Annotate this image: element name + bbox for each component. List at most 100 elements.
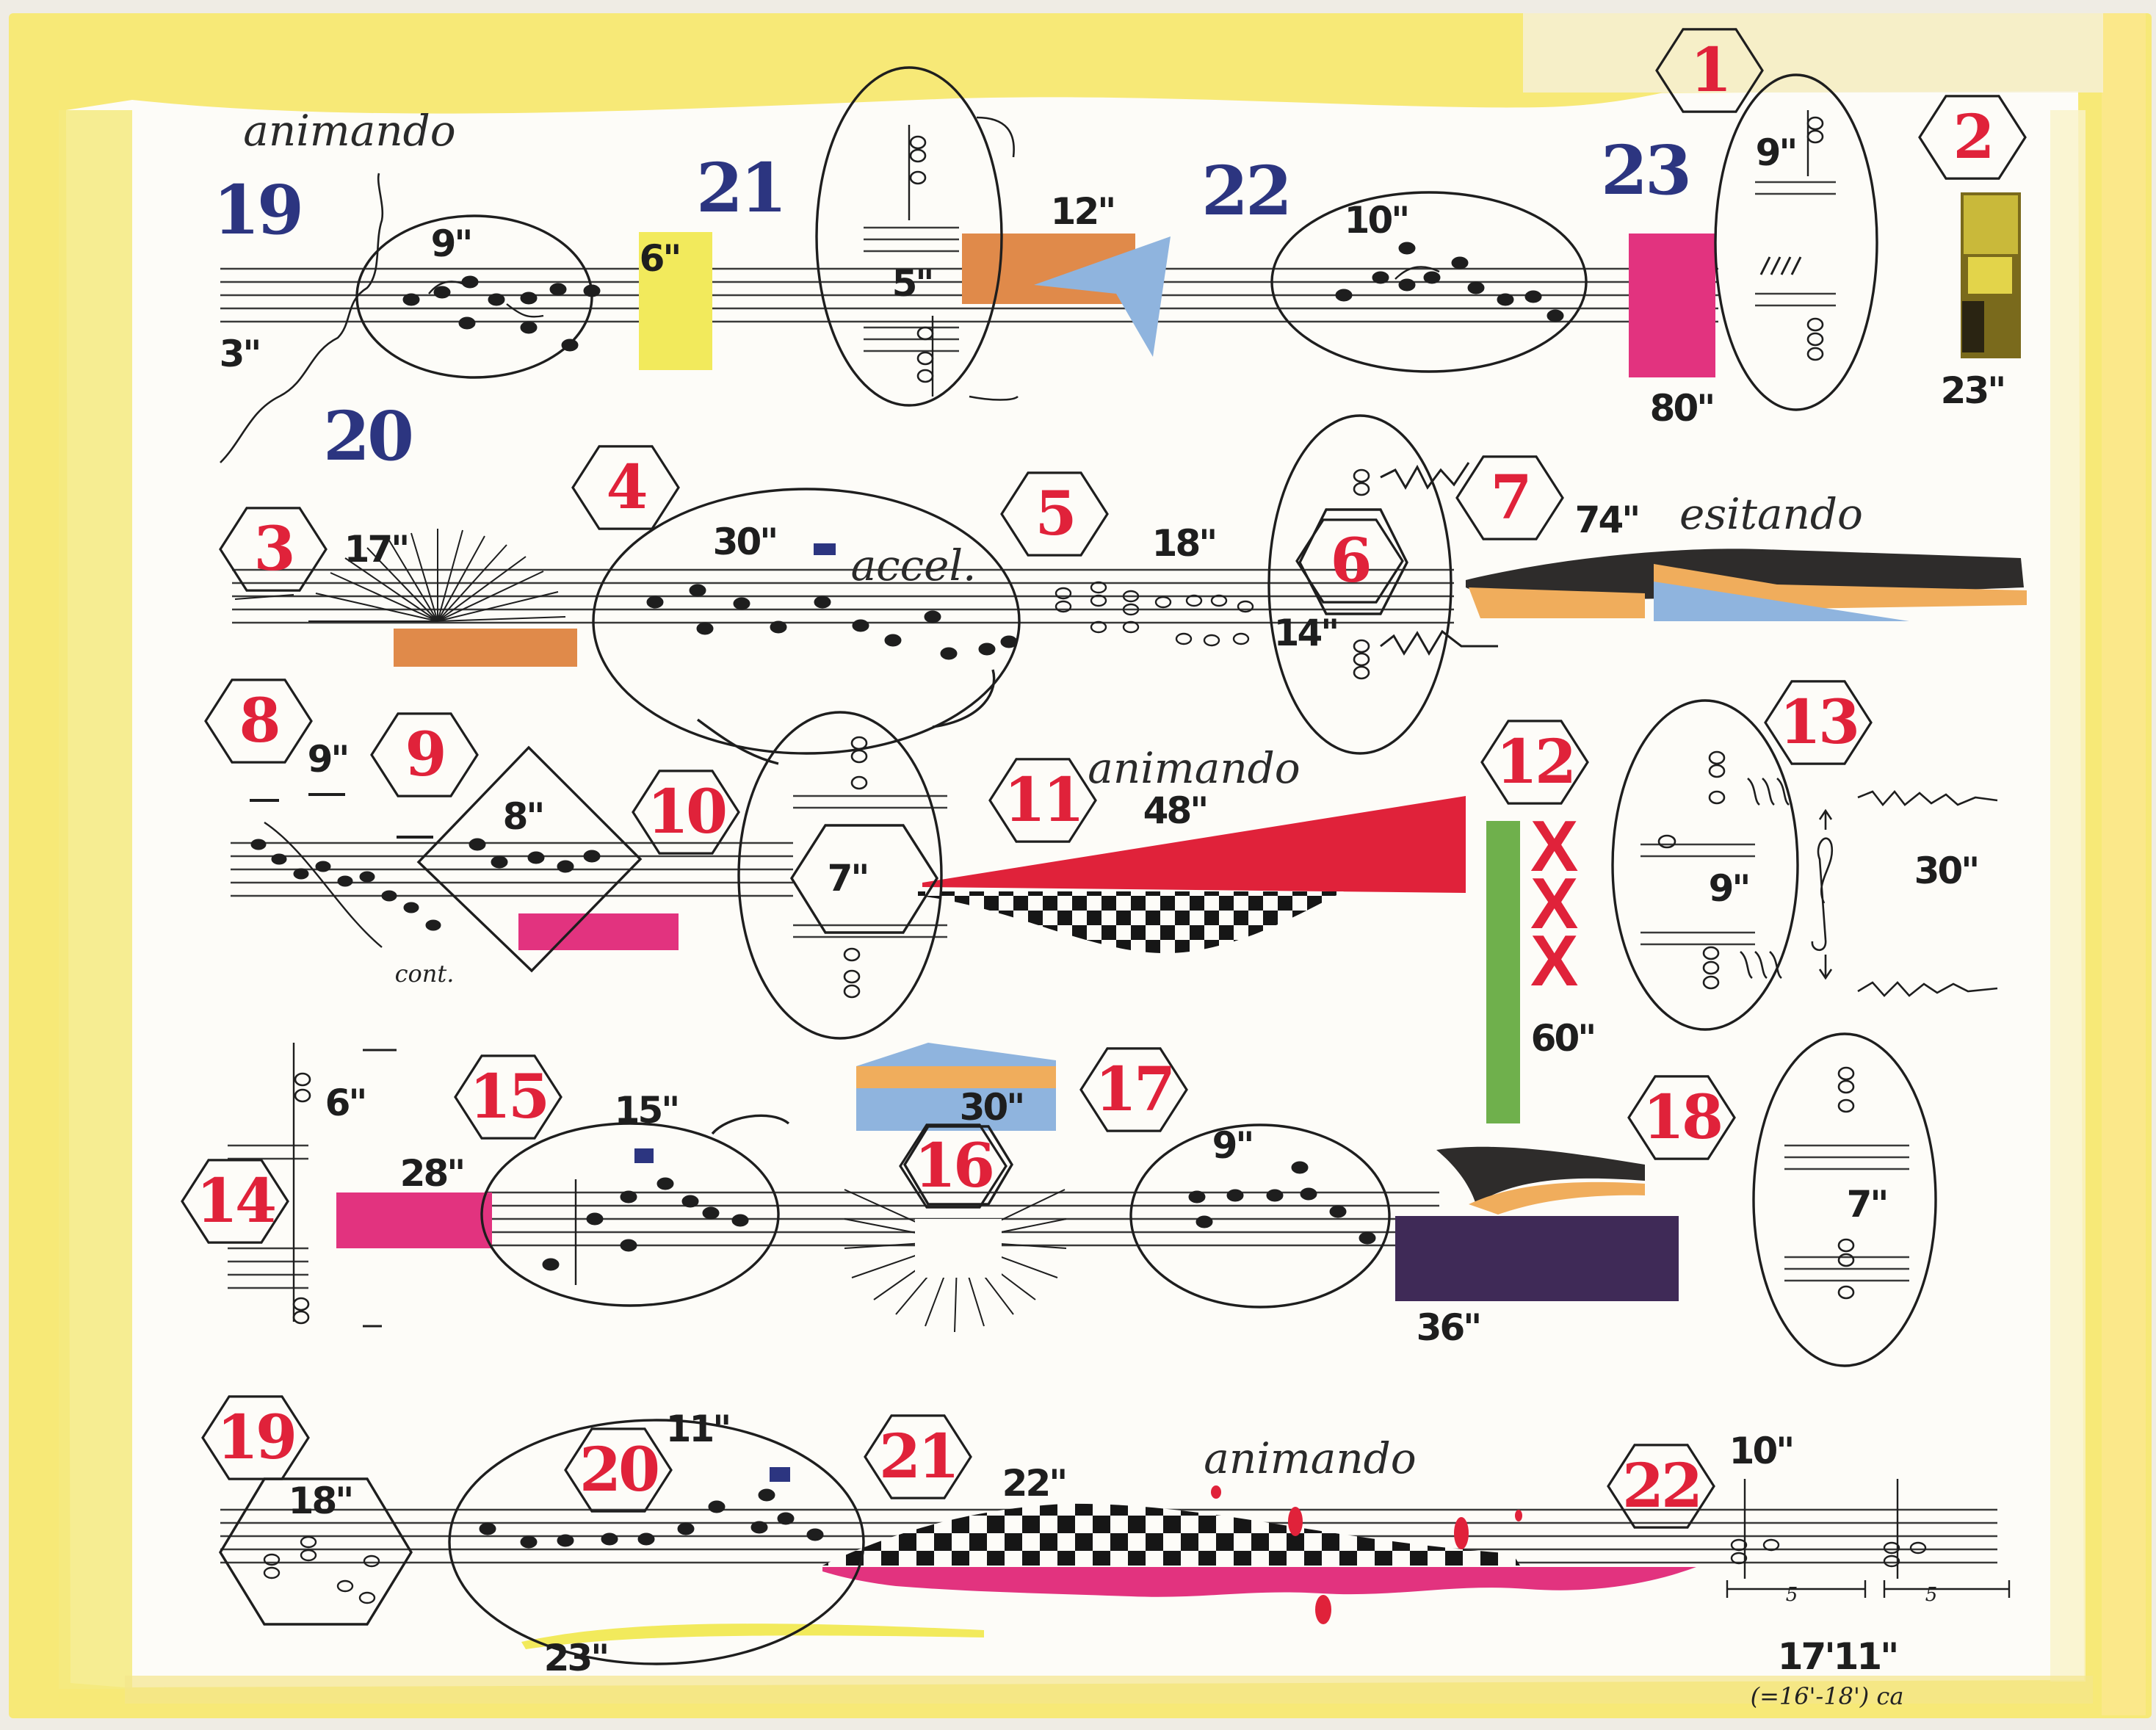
section-hexagon [899, 1123, 1008, 1209]
tempo-marking: esitando [1679, 489, 1863, 539]
notes-8s [469, 838, 601, 873]
ellipse-11s [448, 1419, 865, 1665]
notes-18s [1055, 581, 1254, 647]
section-number: 5 [1035, 479, 1077, 549]
ellipse-15s [480, 1122, 780, 1307]
hexagon-7s [789, 824, 939, 934]
duration-mark: 18" [1151, 522, 1218, 565]
notes-30s [646, 584, 1018, 660]
ellipse-10s [1270, 191, 1588, 373]
section-number: 19 [212, 170, 304, 250]
section-number: 18 [1642, 1082, 1723, 1153]
blue-wedge-12s [1034, 236, 1171, 357]
handwritten-note: 5 [1785, 1584, 1798, 1606]
duration-mark: 28" [399, 1152, 466, 1195]
duration-mark: 3" [219, 333, 262, 375]
section-hexagon [454, 1054, 562, 1140]
section-number: 22 [1201, 151, 1292, 231]
duration-mark: 23" [1940, 369, 2007, 412]
duration-mark: 10" [1344, 199, 1411, 242]
section-hexagon [1295, 518, 1404, 604]
note-clusters [250, 110, 2011, 1604]
notes-9s [402, 275, 601, 352]
hexagon-16-frame [903, 1125, 1013, 1206]
section-number: 21 [695, 148, 787, 228]
blue-square-row5 [770, 1467, 790, 1482]
notes-14s [1353, 462, 1498, 680]
zigzag-30s-bottom [1857, 981, 1998, 997]
duration-mark: 12" [1050, 190, 1117, 233]
section-hexagons [181, 28, 2027, 1529]
section-hexagon [181, 1159, 289, 1244]
duration-mark: 60" [1530, 1017, 1597, 1060]
red-dots-22s [1211, 1485, 1522, 1624]
magenta-bar-8s [518, 913, 679, 950]
yellow-wave-top [132, 29, 1777, 114]
section-hexagon [1480, 720, 1589, 805]
section-number: 13 [1779, 687, 1860, 758]
section-number: 1 [1690, 35, 1732, 106]
tape-left [59, 110, 132, 1689]
ellipse-9s-tall [1714, 73, 1878, 411]
ellipse-7s [737, 711, 943, 1040]
staff-row-3 [231, 842, 793, 897]
ellipse-5s [815, 66, 1003, 407]
blue-roof-30s [856, 1043, 1056, 1066]
notes-6s [292, 1043, 397, 1328]
blue-square-accel [814, 543, 836, 555]
ellipse-7s-row4 [1752, 1032, 1937, 1367]
ellipse-14s [1267, 414, 1453, 755]
magenta-bar-28s [336, 1192, 492, 1248]
staff-row-2 [232, 568, 1454, 624]
handwritten-note: cont. [394, 960, 455, 988]
section-hexagon [1000, 471, 1109, 557]
notes-9s-row3 [1657, 750, 1790, 990]
peach-band-74s [1469, 587, 1645, 618]
duration-mark: 9" [1708, 867, 1751, 910]
section-number: 17 [1094, 1054, 1176, 1125]
tempo-marking: animando [243, 106, 456, 156]
duration-mark: 30" [712, 521, 779, 563]
section-number: 19 [216, 1403, 297, 1473]
duration-mark: 7" [1846, 1183, 1889, 1226]
duration-mark: 17'11" [1777, 1635, 1900, 1678]
duration-mark: 10" [1729, 1430, 1795, 1472]
section-hexagon [1764, 680, 1873, 765]
squiggle-3s [220, 173, 384, 463]
section-hexagon [1655, 28, 1764, 113]
notes-18s-row5 [263, 1535, 380, 1604]
red-x-column: XX X [1530, 806, 1578, 1001]
purple-block-36s [1395, 1216, 1679, 1301]
duration-mark: 15" [614, 1089, 681, 1132]
notes-10s [1335, 242, 1564, 322]
blue-square-15s [634, 1148, 654, 1163]
duration-mark: 14" [1273, 612, 1340, 654]
section-hexagon [1607, 1444, 1715, 1529]
notes-15s [542, 1177, 749, 1285]
section-hexagon [564, 1427, 673, 1513]
svg-text:X: X [1530, 806, 1578, 886]
section-number: 8 [239, 686, 281, 756]
notes-7s-row3 [843, 736, 868, 999]
zigzag-30s-top [1857, 789, 1998, 807]
duration-mark: 17" [344, 528, 410, 571]
charcoal-horn-36s [1436, 1146, 1645, 1204]
tempo-marking: accel. [850, 540, 977, 590]
section-number: 12 [1495, 727, 1577, 797]
duration-mark: 7" [827, 857, 870, 900]
charcoal-band-74s [1466, 549, 2024, 599]
section-hexagon [219, 507, 328, 592]
peach-horn-36s [1469, 1181, 1645, 1215]
duration-mark: 5" [891, 262, 935, 305]
tape-bottom [125, 1676, 2093, 1704]
section-hexagon [201, 1395, 310, 1480]
checker-band-48s [918, 891, 1344, 954]
duration-mark: 9" [1212, 1124, 1255, 1167]
section-number: 20 [579, 1435, 660, 1505]
blue-wedge-74s [1654, 582, 1909, 621]
section-hexagon [571, 445, 680, 530]
sunburst-16 [844, 1189, 1067, 1333]
section-hexagon [370, 712, 479, 797]
magenta-wave-22s [822, 1567, 1696, 1597]
